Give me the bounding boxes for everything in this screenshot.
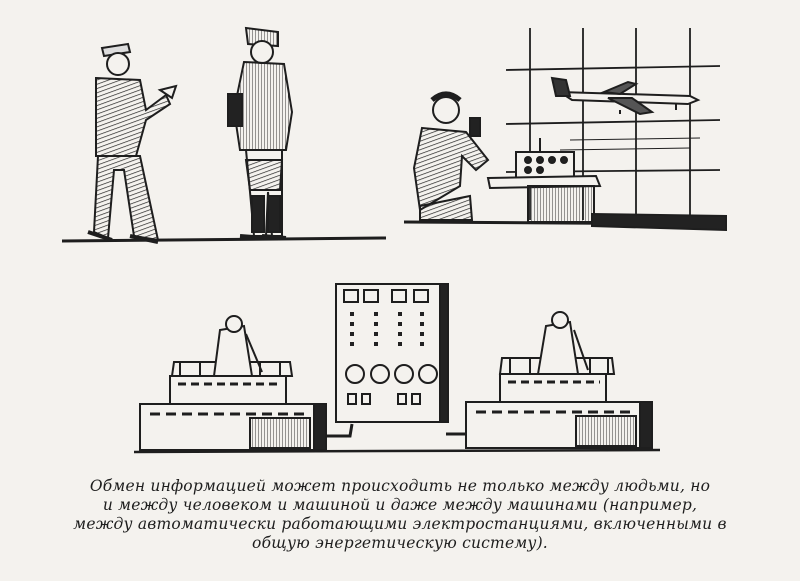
briefcase-icon: [227, 93, 243, 127]
caption-line: между автоматически работающими электрос…: [73, 515, 727, 533]
operator-figure: [412, 91, 490, 221]
figure-caption: Обмен информацией может происходить не т…: [20, 477, 780, 553]
man-gesturing-figure: [87, 42, 178, 244]
control-room-window: [505, 28, 721, 222]
operator-control-room-scene: [403, 28, 727, 232]
engraving-illustration: [61, 26, 727, 454]
right-power-station: [465, 311, 653, 449]
gauge-icon: [345, 364, 365, 384]
gauge-icon: [370, 364, 390, 384]
microphone-icon: [469, 117, 481, 137]
central-control-panel: [326, 283, 468, 438]
caption-line: Обмен информацией может происходить не т…: [89, 477, 711, 495]
caption-line: и между человеком и машиной и даже между…: [102, 496, 698, 514]
control-desk: [403, 138, 727, 232]
gauge-icon: [394, 364, 414, 384]
airplane-icon: [550, 76, 701, 116]
ground-line-left: [61, 236, 387, 243]
caption-line: общую энергетическую систему).: [252, 534, 548, 552]
two-men-talking-scene: [61, 26, 387, 244]
left-power-station: [139, 315, 327, 451]
gauge-icon: [418, 364, 438, 384]
man-in-fur-hat-figure: [227, 26, 294, 240]
power-stations-scene: [133, 283, 661, 454]
